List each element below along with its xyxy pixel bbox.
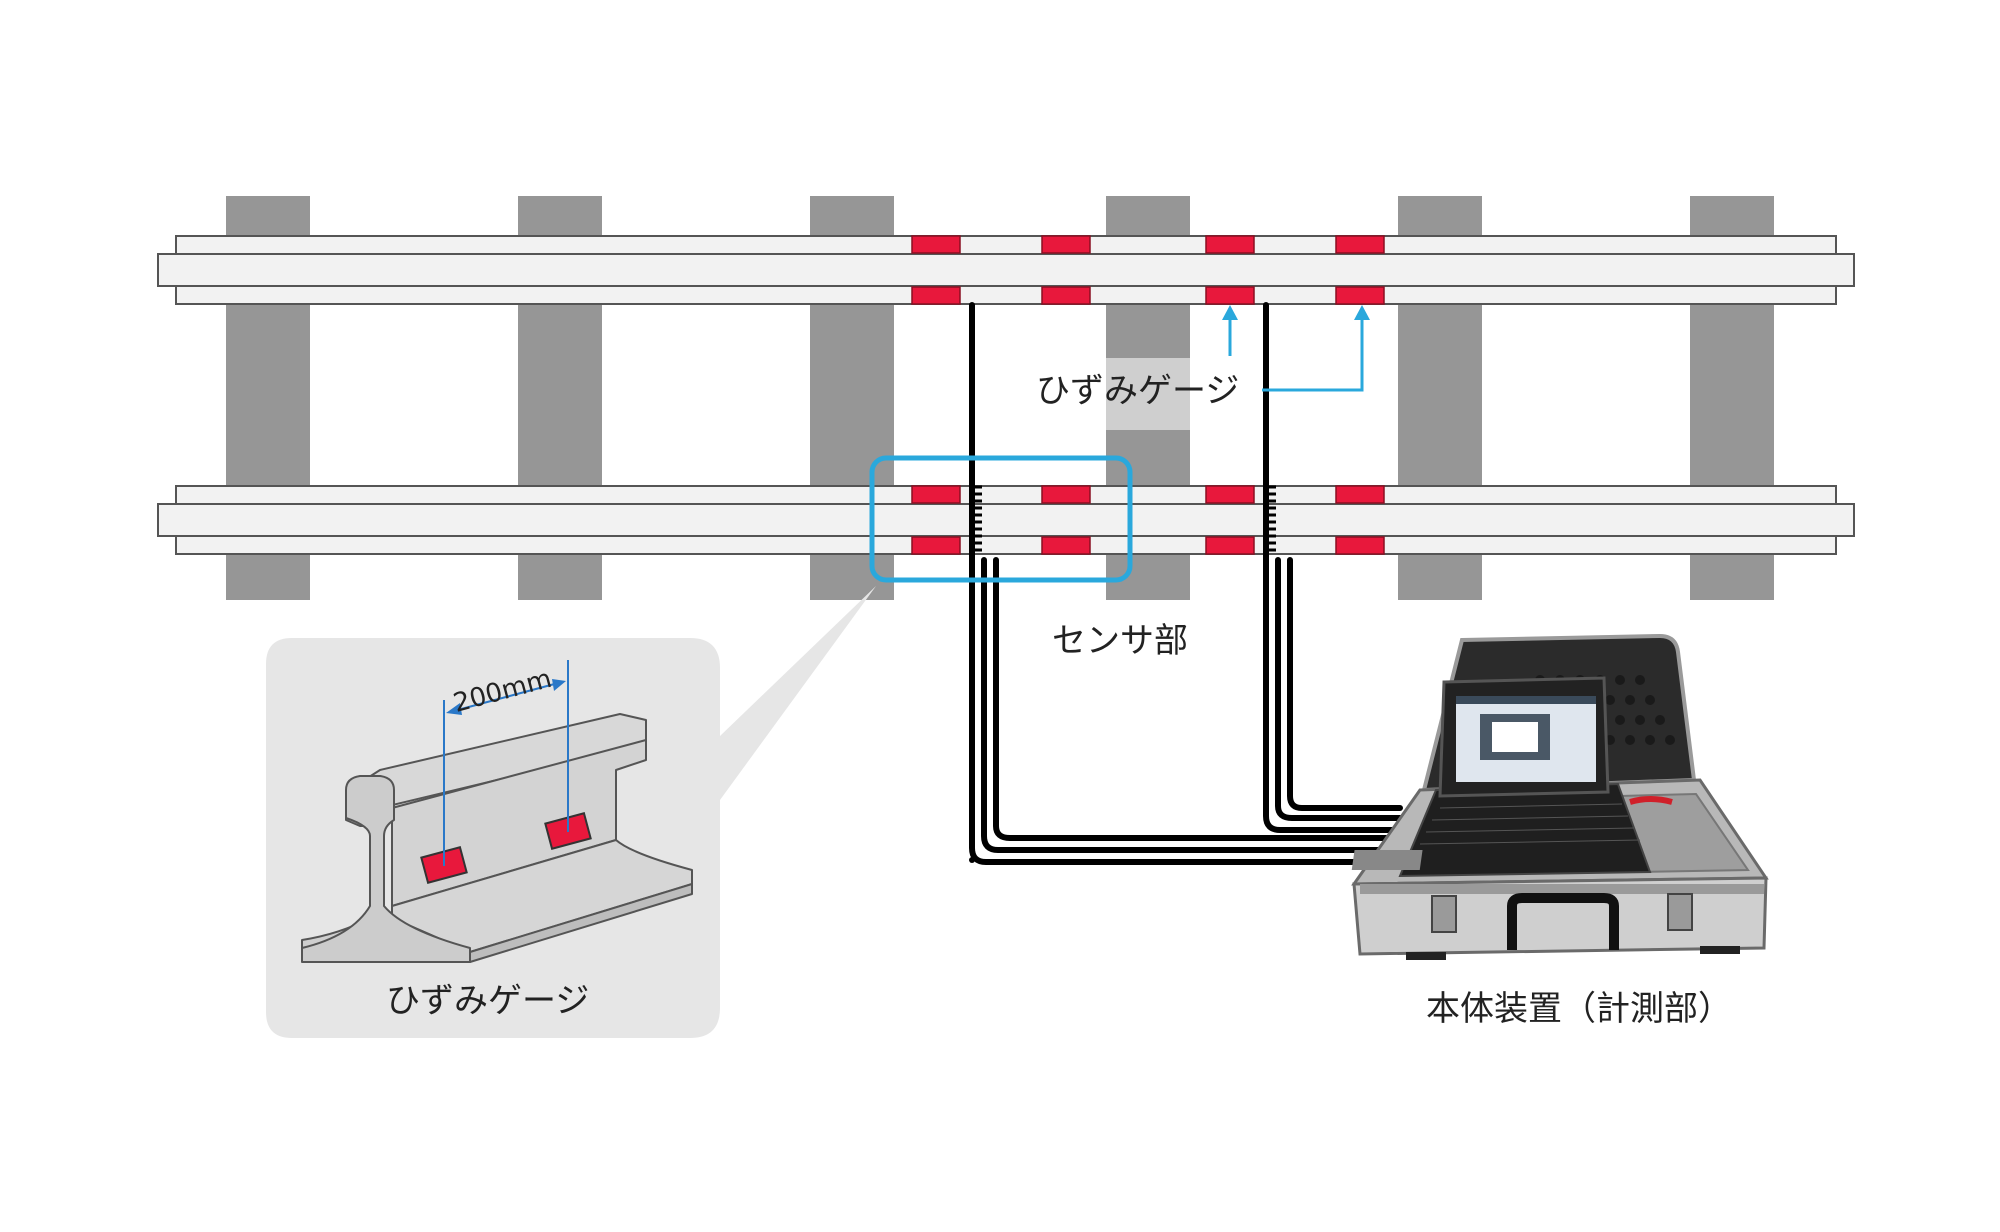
measurement-unit xyxy=(1351,633,1769,960)
rail-bottom xyxy=(157,485,1855,555)
cable-left-4 xyxy=(993,557,1403,841)
strain-gauge xyxy=(1205,536,1255,555)
strain-gauge xyxy=(1041,536,1091,555)
strain-gauge xyxy=(1041,286,1091,305)
strain-gauge xyxy=(1205,286,1255,305)
detail-panel: 200mm ひずみゲージ xyxy=(266,586,876,1038)
cable-left-2 xyxy=(981,557,1403,853)
touchpad xyxy=(1351,850,1423,870)
strain-gauge xyxy=(911,536,961,555)
gauge-callout-arrows xyxy=(1228,318,1364,392)
strain-gauges-top-rail xyxy=(911,235,1385,305)
strain-gauge xyxy=(1041,235,1091,254)
arrow-up-icon xyxy=(1222,305,1238,320)
rail-top-web xyxy=(157,253,1855,287)
case-foot xyxy=(1406,952,1446,960)
arrow-left-icon xyxy=(446,703,462,715)
rail-top-head xyxy=(175,235,1837,255)
case-foot xyxy=(1700,946,1740,954)
screen-toolbar xyxy=(1456,696,1596,704)
strain-gauge xyxy=(1335,286,1385,305)
red-cable xyxy=(1629,796,1673,805)
label-backdrop xyxy=(1106,358,1190,430)
rail-3d-illustration xyxy=(301,713,693,963)
dimension-lines xyxy=(443,660,569,866)
strain-gauge xyxy=(1335,235,1385,254)
rail-top-foot xyxy=(175,285,1837,305)
strain-gauge-label-detail: ひずみゲージ xyxy=(386,981,589,1021)
strain-gauges-bottom-rail xyxy=(911,485,1385,555)
screen-panel-highlight xyxy=(1492,722,1538,752)
arrow-right-icon xyxy=(552,679,566,691)
strain-gauge xyxy=(911,485,961,504)
arrow-up-icon xyxy=(1354,305,1370,320)
cable-left-1 xyxy=(969,302,1403,865)
strain-gauge xyxy=(1205,235,1255,254)
dimension-arrows xyxy=(446,679,566,715)
strain-gauge-label-top: ひずみゲージ xyxy=(1036,371,1239,411)
cable-right-3 xyxy=(1287,557,1403,811)
keyboard xyxy=(1419,803,1641,845)
strain-gauge xyxy=(911,235,961,254)
cable-right-2 xyxy=(1275,557,1403,821)
case-trim xyxy=(1360,884,1764,894)
rail-bottom-head xyxy=(175,485,1837,505)
arrow-heads xyxy=(1222,305,1370,320)
cables xyxy=(969,302,1403,865)
main-unit-label: 本体装置（計測部） xyxy=(1426,989,1732,1029)
case-handle xyxy=(1507,893,1619,950)
strain-gauge xyxy=(911,286,961,305)
rail-bottom-web xyxy=(157,503,1855,537)
rail-top xyxy=(157,235,1855,305)
case-latch-left xyxy=(1431,895,1457,933)
cable-right-1 xyxy=(1263,302,1403,833)
strain-gauge xyxy=(1335,485,1385,504)
rail-bottom-foot xyxy=(175,535,1837,555)
sensor-highlight-box xyxy=(869,455,1133,583)
strain-gauge xyxy=(1041,485,1091,504)
strain-gauge xyxy=(1205,485,1255,504)
case-latch-right xyxy=(1667,893,1693,931)
strain-gauge xyxy=(1335,536,1385,555)
sensor-section-label: センサ部 xyxy=(1052,621,1188,661)
